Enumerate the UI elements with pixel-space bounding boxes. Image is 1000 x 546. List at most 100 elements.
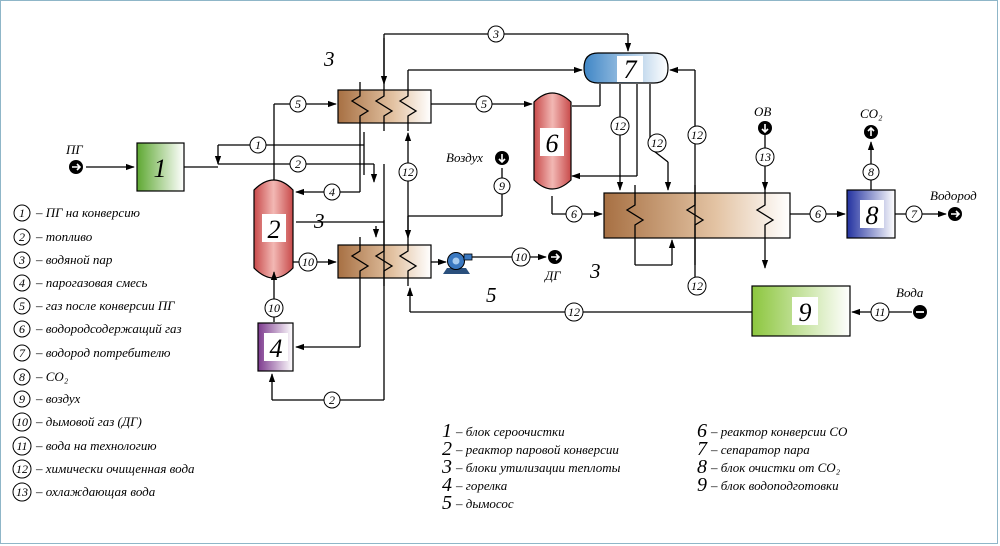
svg-text:2: 2 (295, 157, 301, 171)
svg-text:2: 2 (442, 438, 452, 460)
svg-text:– ПГ на конверсию: – ПГ на конверсию (35, 205, 140, 220)
stream-marker: 5 (475, 95, 493, 113)
svg-text:7: 7 (697, 438, 708, 460)
svg-text:12: 12 (16, 462, 28, 476)
svg-text:3: 3 (492, 27, 499, 41)
legend-item: 10– дымовой газ (ДГ) (12, 412, 142, 432)
svg-text:2: 2 (329, 393, 335, 407)
svg-text:– вода на технологию: – вода на технологию (35, 438, 157, 453)
heat-exchanger-3-right (603, 185, 791, 245)
svg-text:10: 10 (515, 250, 527, 264)
stream-marker: 12 (398, 162, 418, 182)
smoke-exhauster-5-label: 5 (486, 283, 497, 307)
svg-text:– реактор паровой конверсии: – реактор паровой конверсии (455, 442, 619, 457)
legend-item: 6– реактор конверсии CO (697, 420, 848, 442)
svg-text:12: 12 (691, 279, 703, 293)
block-4-label: 4 (270, 334, 283, 363)
svg-text:9: 9 (697, 474, 707, 496)
svg-text:– химически очищенная вода: – химически очищенная вода (35, 461, 195, 476)
svg-text:1: 1 (442, 420, 452, 442)
stream-marker: 8 (862, 163, 880, 181)
legend-item: 4– горелка (442, 474, 508, 496)
svg-text:1: 1 (19, 206, 25, 220)
stream-marker: 13 (755, 147, 775, 167)
svg-text:– блок водоподготовки: – блок водоподготовки (710, 478, 839, 493)
legend-item: 2– реактор паровой конверсии (442, 438, 619, 460)
block-1-desulfurization: 1 (136, 142, 185, 192)
legend-item: 2– топливо (13, 228, 93, 246)
svg-text:– дымовой газ (ДГ): – дымовой газ (ДГ) (35, 414, 142, 429)
stream-marker: 6 (565, 205, 583, 223)
water-label: Вода (896, 285, 924, 300)
svg-text:– сепаратор пара: – сепаратор пара (710, 442, 810, 457)
legend-item: 5– дымосос (442, 492, 514, 514)
stream-marker: 10 (264, 298, 284, 318)
block-2-steam-reformer: 2 (253, 179, 294, 279)
svg-text:9: 9 (19, 392, 25, 406)
legend-item: 9 – воздух (13, 390, 80, 408)
svg-text:– топливо: – топливо (35, 229, 93, 244)
legend-item: 8– CO₂ (13, 368, 69, 386)
svg-text:– воздух: – воздух (35, 391, 80, 406)
heat-exchanger-3-top (337, 82, 432, 131)
legend-item: 5 – газ после конверсии ПГ (13, 297, 175, 315)
stream-marker: 7 (905, 205, 923, 223)
svg-text:1: 1 (255, 138, 261, 152)
pg-label: ПГ (65, 142, 83, 157)
stream-marker: 9 (493, 177, 511, 195)
air-label: Воздух (446, 150, 483, 165)
block-7-label: 7 (624, 55, 638, 84)
svg-text:– реактор конверсии CO: – реактор конверсии CO (710, 424, 848, 439)
legend-item: 3– водяной пар (13, 251, 113, 269)
svg-text:5: 5 (442, 492, 452, 514)
svg-text:12: 12 (568, 305, 580, 319)
svg-text:12: 12 (691, 128, 703, 142)
svg-text:6: 6 (815, 207, 821, 221)
svg-text:11: 11 (874, 305, 885, 319)
stream-marker: 10 (511, 247, 531, 267)
svg-text:– CO₂: – CO₂ (35, 369, 69, 384)
svg-text:9: 9 (499, 179, 505, 193)
svg-text:13: 13 (16, 485, 28, 499)
block-6-label: 6 (546, 129, 559, 158)
block-2-label: 2 (268, 215, 281, 244)
svg-text:5: 5 (19, 299, 25, 313)
block-7-steam-separator: 7 (583, 52, 669, 84)
svg-text:10: 10 (268, 301, 280, 315)
block-1-label: 1 (154, 154, 167, 183)
svg-text:– газ после конверсии ПГ: – газ после конверсии ПГ (35, 298, 175, 313)
block-8-label: 8 (866, 201, 879, 230)
legend-item: 9– блок водоподготовки (697, 474, 839, 496)
block-9-water-treatment: 9 (751, 285, 851, 337)
stream-marker: 3 (487, 25, 505, 43)
legend-item: 1 – ПГ на конверсию (13, 204, 140, 222)
block-9-label: 9 (799, 298, 812, 327)
block-legend-right: 6– реактор конверсии CO 7– сепаратор пар… (697, 420, 848, 496)
heat-exchanger-3-right-label: 3 (589, 259, 601, 283)
svg-text:– водород потребителю: – водород потребителю (35, 345, 170, 360)
stream-marker: 12 (610, 116, 630, 136)
legend-item: 13– охлаждающая вода (12, 482, 156, 502)
svg-text:– блок сероочистки: – блок сероочистки (455, 424, 565, 439)
air-inlet-icon (495, 151, 509, 165)
stream-marker: 2 (323, 391, 341, 409)
legend-item: 7– водород потребителю (13, 344, 170, 362)
legend-item: 12 – химически очищенная вода (12, 459, 195, 479)
stream-marker: 12 (687, 125, 707, 145)
legend-item: 8– блок очистки от CO₂ (697, 456, 841, 478)
smoke-exhauster-5 (443, 252, 473, 274)
svg-text:– дымосос: – дымосос (455, 496, 514, 511)
stream-marker: 2 (289, 155, 307, 173)
svg-text:8: 8 (868, 165, 874, 179)
svg-text:7: 7 (911, 207, 918, 221)
svg-text:– горелка: – горелка (455, 478, 508, 493)
stream-marker: 12 (564, 302, 584, 322)
co2-label: CO₂ (860, 106, 883, 121)
heat-exchanger-3-top-label: 3 (323, 47, 335, 71)
svg-text:10: 10 (302, 255, 314, 269)
dg-label: ДГ (543, 268, 561, 283)
svg-text:6: 6 (19, 322, 25, 336)
ov-label: ОВ (754, 104, 771, 119)
